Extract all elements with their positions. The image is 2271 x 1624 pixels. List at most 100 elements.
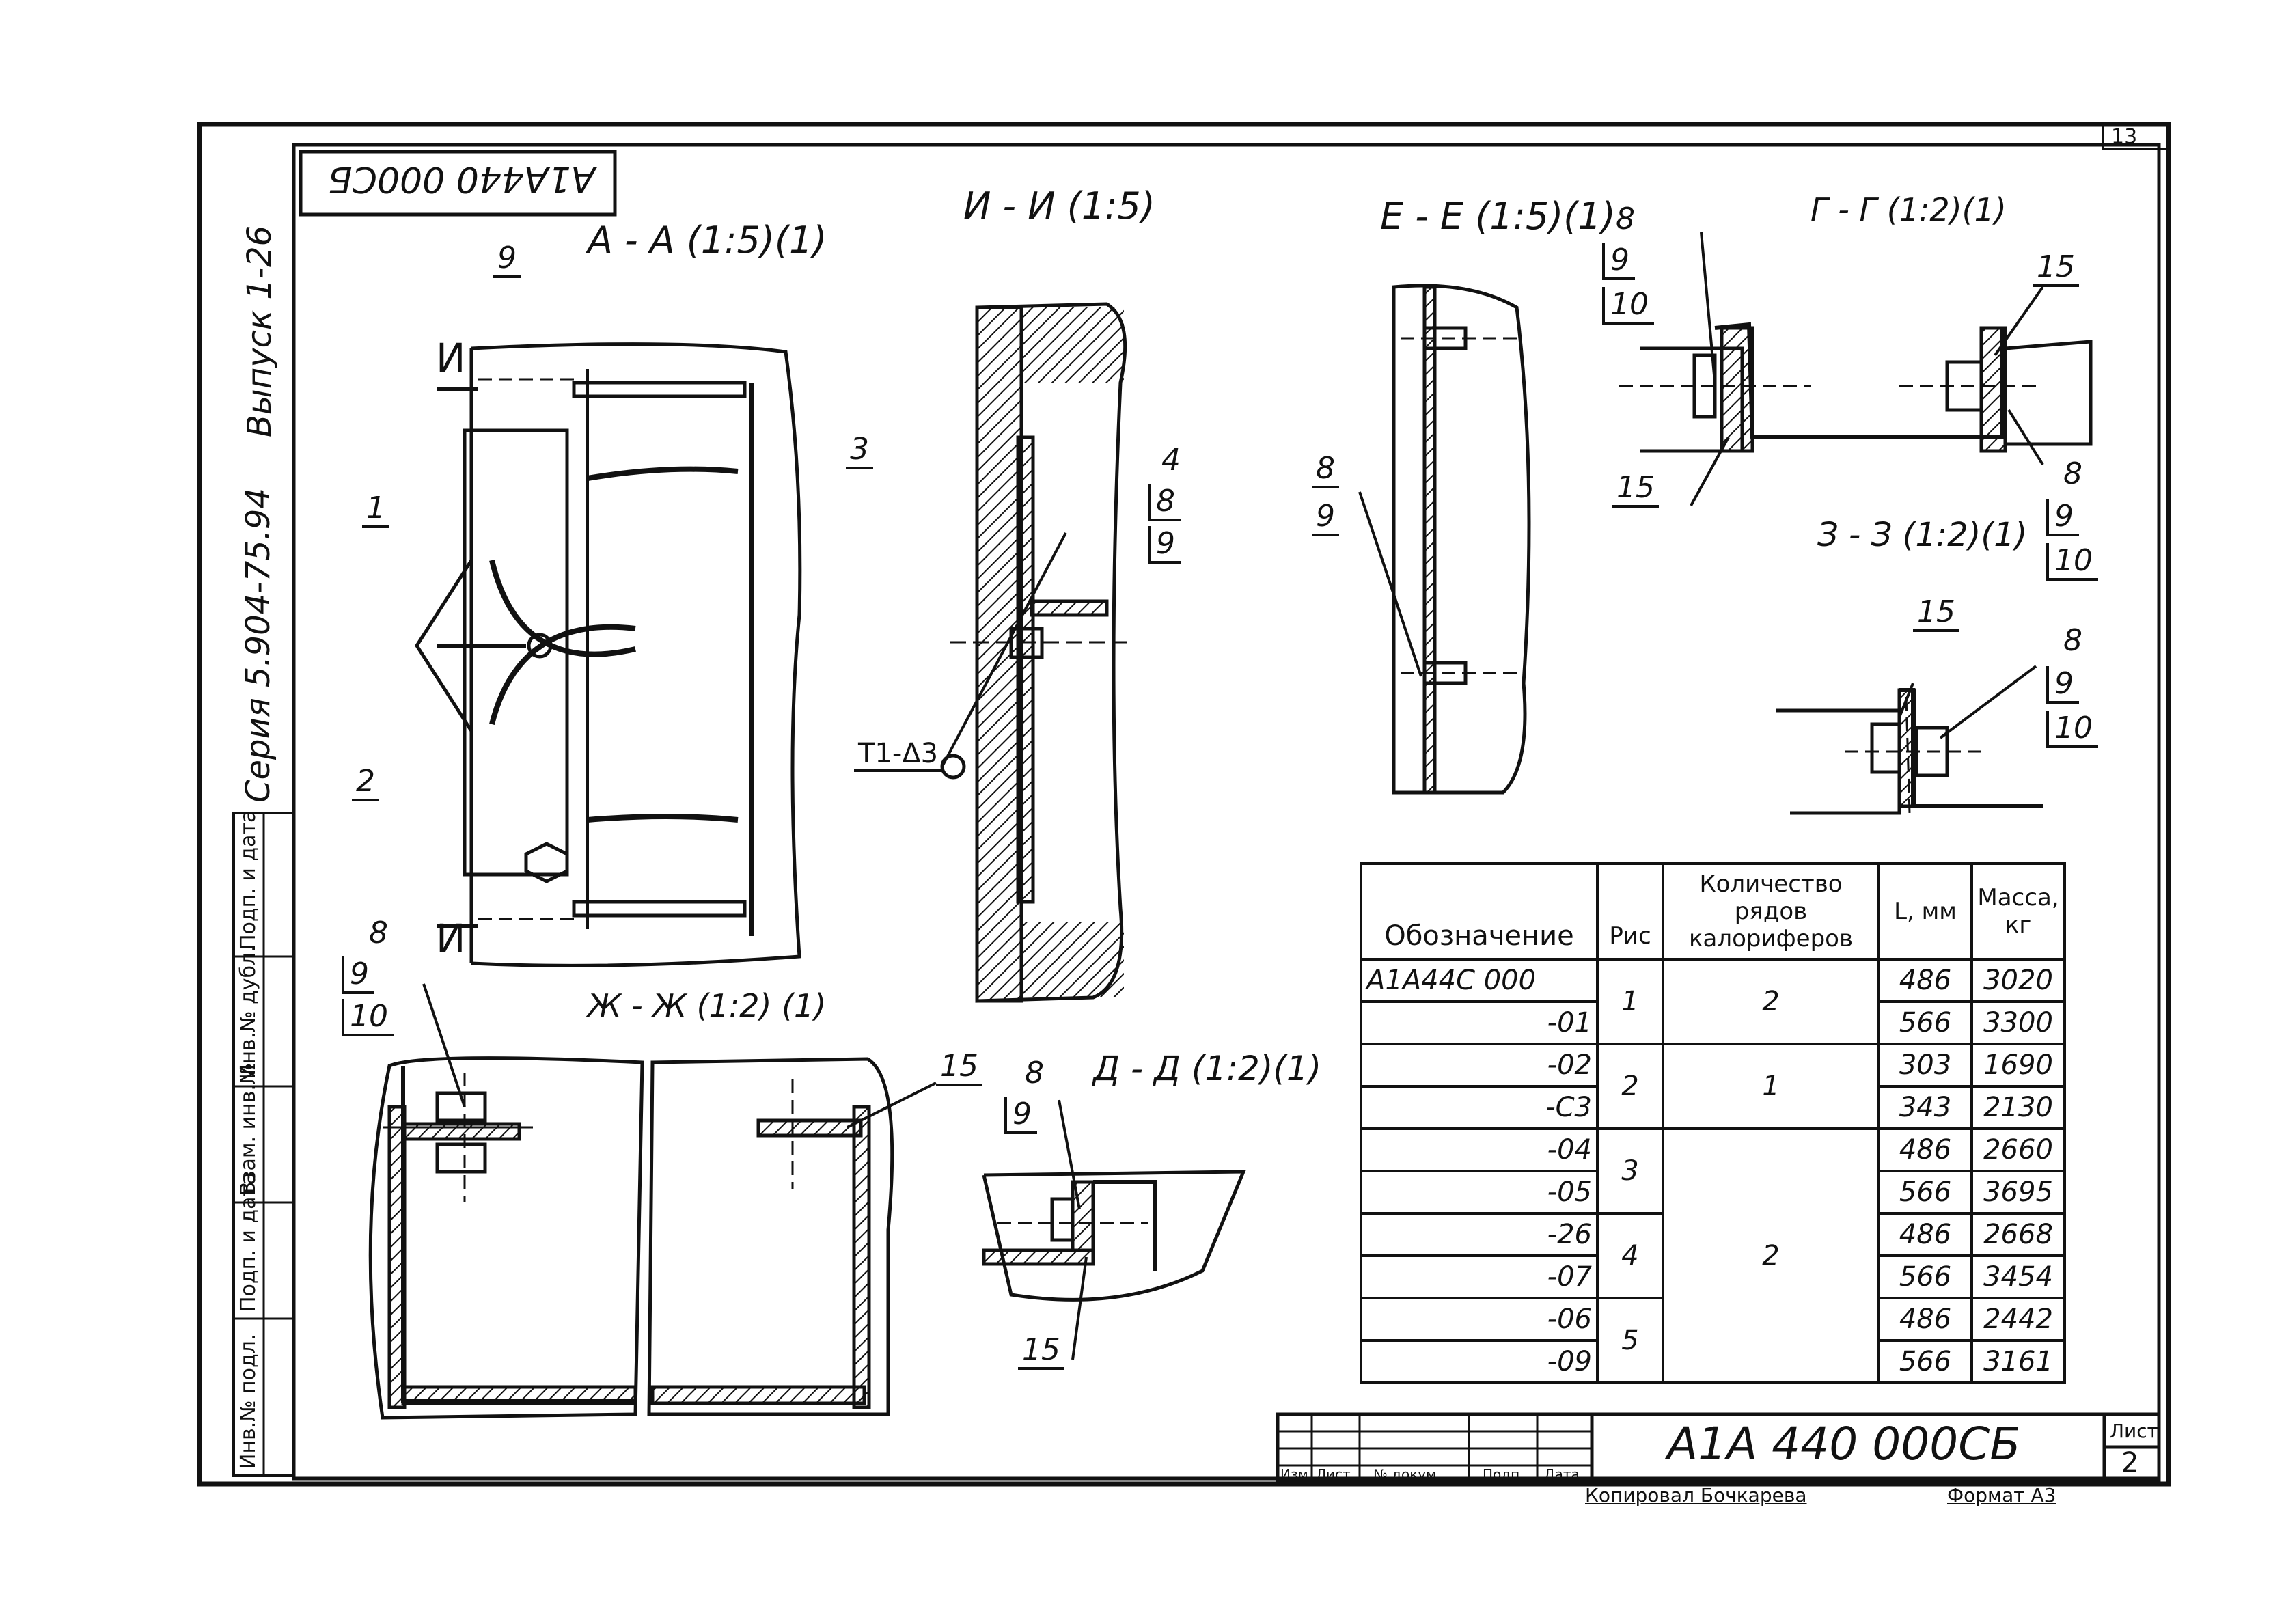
section-ee-drawing (1358, 284, 1531, 795)
cell-designation: -04 (1360, 1127, 1599, 1172)
title-col-izm: Изм (1280, 1466, 1308, 1483)
section-zhzh-title: Ж - Ж (1:2) (1) (588, 987, 827, 1024)
callout-ii-4: 4 (1161, 443, 1181, 478)
table-row: А1А44С 000 1 2 486 3020 (1360, 958, 2066, 1045)
top-stamp-box (299, 150, 617, 217)
title-col-date: Дата (1544, 1466, 1580, 1483)
cell-designation: А1А44С 000 (1360, 958, 1599, 1003)
cell-rows: 2 (1662, 1127, 1880, 1384)
cell-rows: 1 (1662, 1043, 1880, 1130)
title-block-sheet-value: 2 (2121, 1447, 2139, 1478)
col-rows: Количество рядов калориферов (1662, 862, 1880, 961)
cell-mass: 3020 (1970, 958, 2066, 1003)
cell-length: 566 (1877, 1339, 1973, 1384)
cell-length: 486 (1877, 958, 1973, 1003)
section-zz-drawing (1776, 665, 2043, 815)
cell-mass: 3161 (1970, 1339, 2066, 1384)
table-row: -26 4 486 2668 (1360, 1212, 2066, 1299)
title-col-list: Лист (1316, 1466, 1351, 1483)
cell-designation: -07 (1360, 1254, 1599, 1299)
cell-mass: 3300 (1970, 1000, 2066, 1045)
table-row: -09 566 3161 (1360, 1339, 2066, 1384)
callout-ee-9: 9 (1312, 499, 1339, 536)
callout-aa-1: 1 (362, 491, 389, 528)
cell-mass: 1690 (1970, 1043, 2066, 1088)
cell-mass: 2668 (1970, 1212, 2066, 1257)
cell-length: 566 (1877, 1000, 1973, 1045)
callout-gg-9: 9 (1602, 243, 1635, 280)
cell-fig: 3 (1596, 1127, 1664, 1215)
section-zz-title: З - З (1:2)(1) (1817, 516, 2028, 554)
callout-zz-15: 15 (1913, 594, 1959, 632)
callout-aa-2: 2 (352, 764, 379, 801)
table-row: -04 3 2 486 2660 (1360, 1127, 2066, 1384)
callout-dd-8: 8 (1025, 1056, 1044, 1090)
side-box-3: Взам. инв.№ (236, 1062, 260, 1196)
outer-frame (197, 122, 2171, 1487)
footer-format: Формат А3 (1947, 1484, 2056, 1506)
cell-fig: 2 (1596, 1043, 1664, 1130)
cell-rows: 2 (1662, 958, 1880, 1045)
cell-length: 486 (1877, 1212, 1973, 1257)
section-ee-title: Е - Е (1:5)(1) (1380, 195, 1616, 238)
cell-length: 486 (1877, 1297, 1973, 1342)
callout-ee-8: 8 (1312, 451, 1339, 488)
cell-mass: 2130 (1970, 1085, 2066, 1130)
cell-length: 303 (1877, 1043, 1973, 1088)
section-gg-drawing (1619, 232, 2093, 506)
title-block-lines (1276, 1412, 2161, 1483)
title-block-code: А1А 440 000СБ (1667, 1418, 2021, 1470)
title-block-sheet-label: Лист (2110, 1420, 2158, 1442)
side-issue-text: Выпуск 1-26 (240, 225, 279, 437)
table-row: -05 566 3695 (1360, 1170, 2066, 1215)
callout-gg-8b: 8 (2063, 456, 2082, 491)
table-row: -06 5 486 2442 (1360, 1297, 2066, 1384)
section-dd-drawing (982, 1099, 1246, 1360)
cut-mark-i-top: И (436, 335, 466, 381)
callout-gg-15b: 15 (1612, 470, 1659, 508)
side-box-4: Инв.№ дубл. (236, 946, 260, 1079)
table-row: -01 566 3300 (1360, 1000, 2066, 1045)
callout-dd-15: 15 (1018, 1332, 1064, 1370)
cell-length: 566 (1877, 1254, 1973, 1299)
callout-zh-8: 8 (369, 916, 388, 950)
callout-gg-10b: 10 (2046, 543, 2098, 581)
section-ii-title: И - И (1:5) (963, 184, 1155, 228)
col-length: L, мм (1877, 862, 1973, 961)
callout-ii-weld: T1-Δ3 (854, 738, 943, 772)
callout-zz-9: 9 (2046, 666, 2079, 704)
title-col-doc: № докум. (1373, 1466, 1441, 1483)
col-fig: Рис (1596, 862, 1664, 961)
section-gg-title: Г - Г (1:2)(1) (1811, 191, 2007, 228)
side-box-5: Подп. и дата (236, 810, 260, 950)
col-mass: Масса, кг (1970, 862, 2066, 961)
cell-mass: 2660 (1970, 1127, 2066, 1172)
table-row: -С3 343 2130 (1360, 1085, 2066, 1130)
callout-zh-9: 9 (342, 956, 374, 994)
callout-dd-9: 9 (1004, 1097, 1037, 1134)
cell-length: 343 (1877, 1085, 1973, 1130)
cell-designation: -06 (1360, 1297, 1599, 1342)
cell-length: 486 (1877, 1127, 1973, 1172)
title-col-sign: Подп. (1483, 1466, 1524, 1483)
spec-table: Обозначение Рис Количество рядов калориф… (1360, 862, 2066, 1384)
callout-zh-15: 15 (936, 1049, 982, 1086)
section-ii-drawing (940, 302, 1127, 1003)
callout-zh-10: 10 (342, 999, 394, 1036)
side-series-text: Серия 5.904-75.94 (239, 488, 277, 803)
cell-designation: -02 (1360, 1043, 1599, 1088)
cell-mass: 2442 (1970, 1297, 2066, 1342)
cell-mass: 3695 (1970, 1170, 2066, 1215)
col-designation: Обозначение (1360, 862, 1599, 961)
section-zhzh-drawing (368, 983, 937, 1420)
cut-mark-i-bottom: И (436, 916, 466, 962)
top-stamp-text: A1A440 000CБ (328, 159, 596, 199)
section-dd-title: Д - Д (1:2)(1) (1093, 1049, 1322, 1088)
cell-mass: 3454 (1970, 1254, 2066, 1299)
spec-table-header: Обозначение Рис Количество рядов калориф… (1360, 862, 2066, 961)
sheet-number: 13 (2111, 125, 2138, 149)
cell-designation: -С3 (1360, 1085, 1599, 1130)
cell-fig: 5 (1596, 1297, 1664, 1384)
callout-gg-9b: 9 (2046, 499, 2079, 536)
